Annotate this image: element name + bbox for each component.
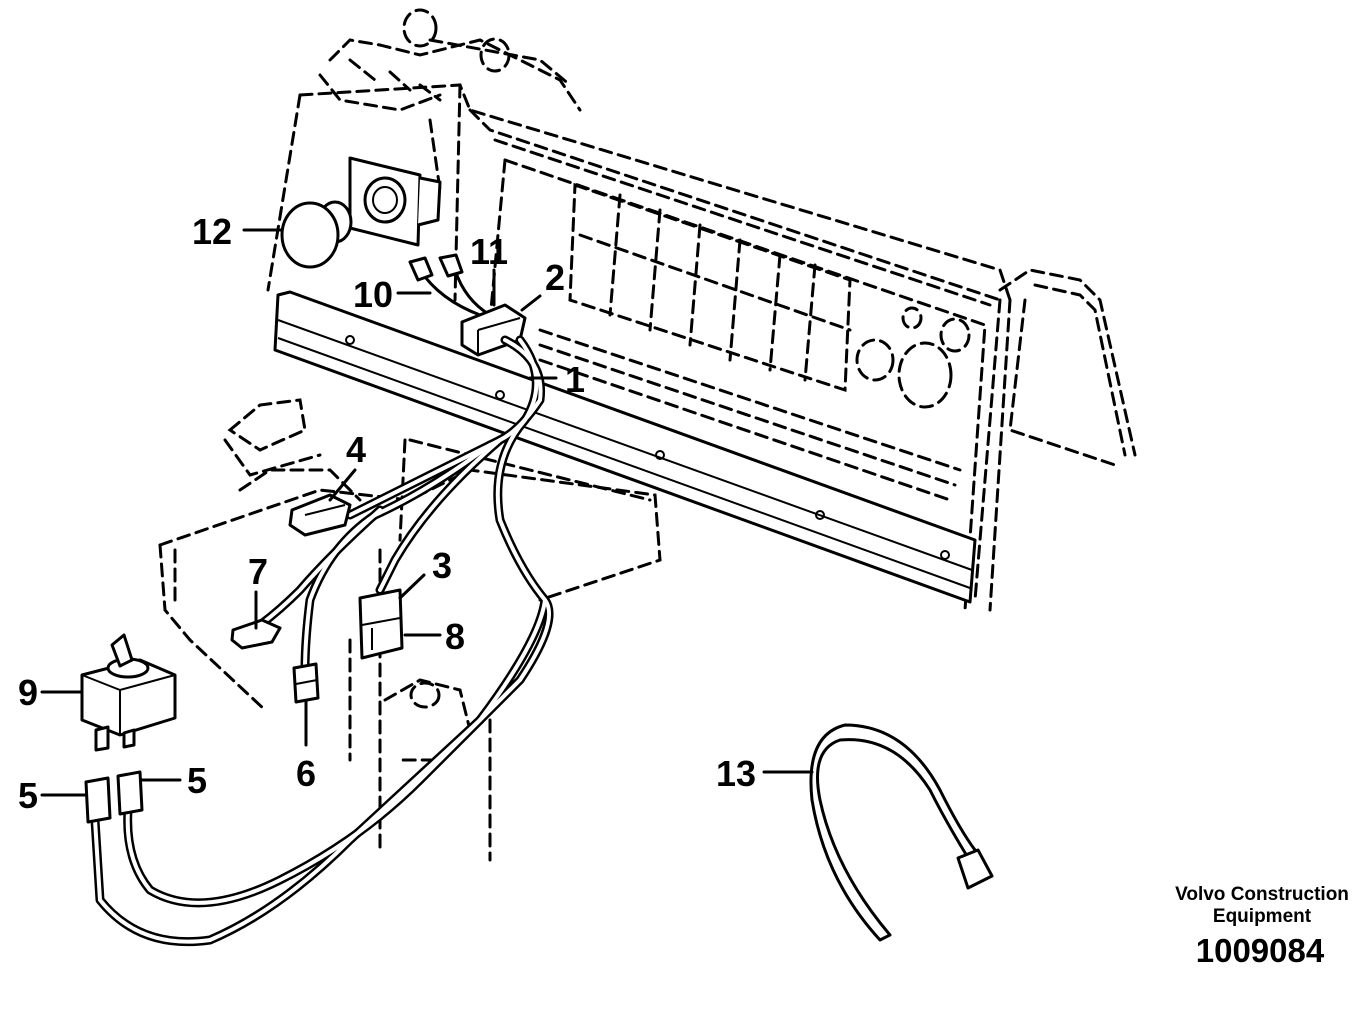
- callout-10: 10: [353, 274, 393, 315]
- callout-1: 1: [565, 359, 585, 400]
- callout-5-right: 5: [187, 760, 207, 801]
- indicator-panel: [568, 182, 971, 409]
- callout-7: 7: [248, 551, 268, 592]
- callout-13: 13: [716, 753, 756, 794]
- caption-line-1: Volvo Construction: [1175, 884, 1349, 905]
- drawing-caption: Volvo Construction Equipment 1009084: [1175, 884, 1349, 969]
- callout-12: 12: [192, 211, 232, 252]
- mounting-rail: [273, 290, 977, 604]
- callout-labels: 1 2 3 4 5 5 6 7 8 9 10 11 12 13: [18, 211, 756, 816]
- toggle-switch-part-9: [80, 633, 177, 752]
- connector-part-7: [230, 618, 282, 650]
- callout-11: 11: [470, 231, 508, 272]
- connector-part-5a: [84, 776, 112, 824]
- callout-9: 9: [18, 672, 38, 713]
- callout-3: 3: [432, 545, 452, 586]
- cable-tie-part-13: [809, 723, 994, 942]
- connector-part-5b: [116, 770, 144, 816]
- callout-5-left: 5: [18, 775, 38, 816]
- dashboard-outline: [266, 8, 1137, 612]
- relay-socket-part-3-8: [358, 588, 404, 660]
- callout-6: 6: [296, 753, 316, 794]
- callout-2: 2: [545, 257, 565, 298]
- wiring-harness-part-1: [90, 335, 554, 947]
- caption-line-2: Equipment: [1213, 906, 1312, 927]
- connector-part-6: [292, 662, 320, 704]
- callout-4: 4: [346, 429, 366, 470]
- leader-lines: [40, 228, 814, 797]
- push-button-part-12: [280, 156, 442, 269]
- callout-8: 8: [445, 616, 465, 657]
- connector-part-4: [288, 493, 352, 537]
- drawing-number: 1009084: [1196, 932, 1325, 969]
